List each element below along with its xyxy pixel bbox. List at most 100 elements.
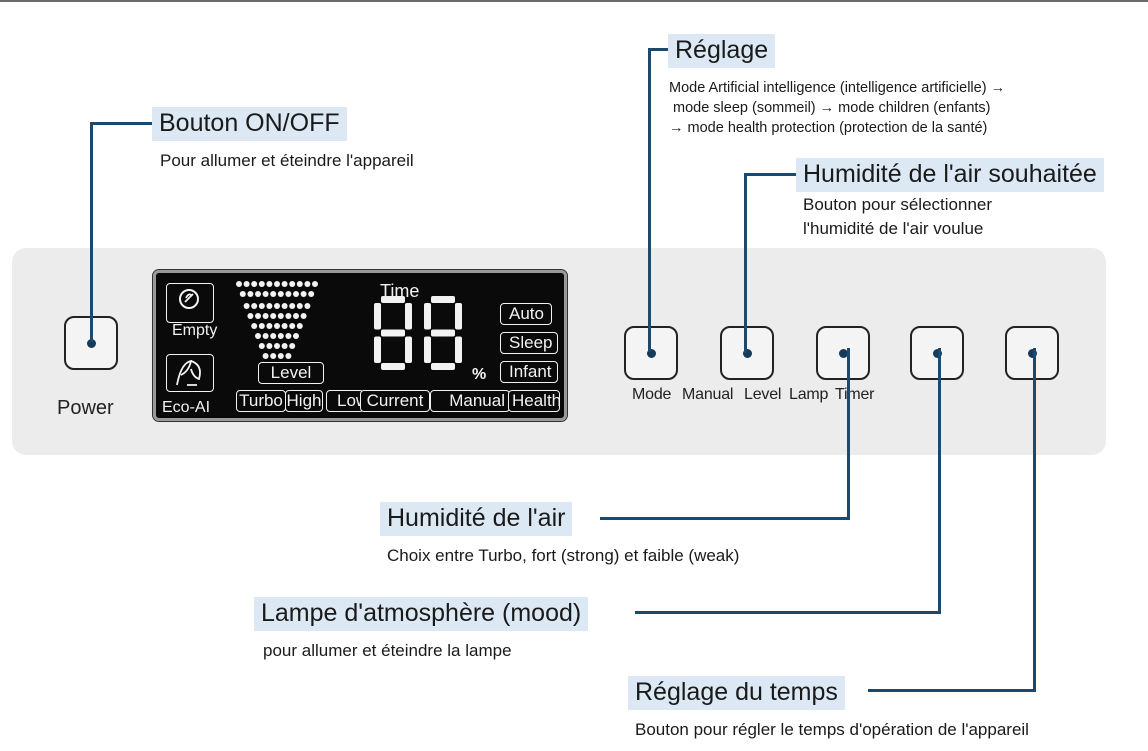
level-dot [296, 303, 303, 309]
digit-segment [381, 296, 405, 303]
level-dot [262, 353, 269, 359]
level-dot [258, 281, 265, 287]
level-dot [277, 313, 284, 319]
manual-button[interactable] [720, 326, 774, 380]
lamp-button[interactable] [910, 326, 964, 380]
button-dot-icon [932, 348, 942, 358]
level-dot [270, 291, 277, 297]
level-dot [236, 281, 242, 287]
power-label: Power [57, 397, 114, 419]
level-dot [308, 291, 315, 297]
level-dot [285, 333, 292, 339]
lcd-mode-infant: Infant [500, 361, 558, 383]
level-dot [274, 323, 280, 329]
digit-segment [431, 329, 455, 337]
level-dot [274, 343, 280, 349]
button-dot-icon [838, 348, 848, 358]
leader-temps-vertical [1033, 348, 1036, 692]
leader-power-vertical [90, 122, 93, 342]
level-dot [270, 353, 277, 359]
callout-lampe-desc: pour allumer et éteindre la lampe [263, 641, 512, 660]
digit-segment [431, 363, 455, 370]
level-dot [289, 343, 296, 349]
lamp-button-label: Lamp [789, 386, 829, 403]
no-water-icon [179, 289, 199, 309]
level-dot [258, 323, 265, 329]
level-dot [270, 333, 277, 339]
level-dot [285, 353, 292, 359]
level-dot [251, 303, 258, 309]
button-dot-icon [1027, 348, 1037, 358]
leader-humidite-souhaitee-horizontal [744, 173, 796, 176]
level-dot-grid [236, 281, 318, 359]
seven-segment-digits [374, 296, 462, 370]
callout-power-desc: Pour allumer et éteindre l'appareil [160, 151, 414, 170]
callout-reglage-desc-3: → mode health protection (protection de … [669, 120, 988, 136]
leader-humidite-air-horizontal [600, 517, 850, 520]
digit-segment [381, 329, 405, 337]
level-dot [289, 323, 296, 329]
level-button-label: Level [744, 386, 782, 403]
leader-humidite-air-vertical [847, 348, 850, 520]
digit-segment [374, 336, 381, 363]
level-dot [296, 323, 303, 329]
callout-reglage-title: Réglage [668, 34, 776, 68]
callout-humidite-air-title: Humidité de l'air [380, 502, 573, 536]
level-dot [277, 291, 284, 297]
callout-power-title: Bouton ON/OFF [152, 107, 347, 141]
level-dot [266, 323, 273, 329]
lcd-speed-low: Low [326, 390, 364, 412]
lcd-level-label: Level [258, 362, 324, 384]
level-dot [289, 281, 296, 287]
callout-humidite-air-desc: Choix entre Turbo, fort (strong) et faib… [387, 546, 740, 565]
digit-segment [424, 336, 431, 363]
callout-reglage-desc-2: mode sleep (sommeil) → mode children (en… [673, 100, 991, 116]
mode-button[interactable] [624, 326, 678, 380]
digit-segment [455, 303, 462, 330]
level-dot [277, 333, 284, 339]
level-button[interactable] [816, 326, 870, 380]
digit-segment [374, 303, 381, 330]
lcd-empty-label: Empty [172, 322, 218, 339]
level-dot [281, 303, 288, 309]
callout-humidite-souhaitee-desc-1: Bouton pour sélectionner [803, 195, 993, 214]
level-dot [266, 281, 273, 287]
level-dot [304, 281, 311, 287]
mode-button-label: Mode [632, 386, 672, 403]
digit-segment [405, 336, 412, 363]
lcd-eco-label: Eco-AI [162, 399, 211, 416]
top-rule [0, 0, 1148, 2]
level-dot [255, 333, 261, 339]
level-dot [285, 291, 292, 297]
callout-humidite-souhaitee-title: Humidité de l'air souhaitée [796, 158, 1104, 192]
level-dot [262, 333, 269, 339]
leader-reglage-vertical [648, 48, 651, 352]
lcd-percent-unit: % [472, 366, 487, 383]
level-dot [274, 281, 280, 287]
digit-segment [431, 296, 455, 303]
leaf-tree-icon [176, 359, 201, 386]
level-dot [293, 333, 299, 339]
level-dot [247, 291, 254, 297]
callout-temps-title: Réglage du temps [628, 676, 845, 710]
level-dot [289, 303, 296, 309]
leader-temps-horizontal [868, 689, 1036, 692]
digit-segment [455, 336, 462, 363]
leader-power-horizontal [90, 122, 152, 125]
timer-button[interactable] [1005, 326, 1059, 380]
level-dot [312, 281, 318, 287]
level-dot [293, 291, 299, 297]
digit-segment [381, 363, 405, 370]
level-dot [304, 303, 311, 309]
level-dot [258, 343, 265, 349]
level-dot [281, 281, 288, 287]
lcd-mode-sleep: Sleep [500, 332, 558, 354]
level-dot [296, 281, 303, 287]
level-dot [255, 313, 261, 319]
timer-button-label: Timer [835, 386, 875, 403]
level-dot [251, 323, 258, 329]
callout-temps-desc: Bouton pour régler le temps d'opération … [635, 720, 1029, 739]
level-dot [262, 291, 269, 297]
level-dot [281, 323, 288, 329]
digit-segment [424, 303, 431, 330]
